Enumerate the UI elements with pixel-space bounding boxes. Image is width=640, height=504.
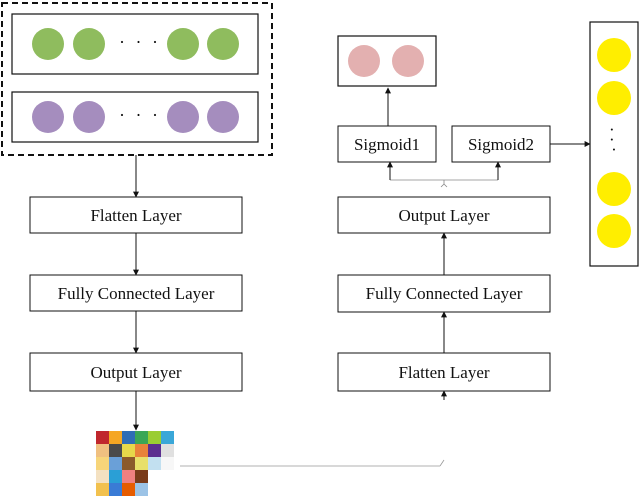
green-node	[207, 28, 239, 60]
pink-node	[348, 45, 380, 77]
mosaic-cell	[96, 444, 109, 457]
mosaic-cell	[161, 431, 174, 444]
mosaic-cell	[96, 457, 109, 470]
yellow-node	[597, 214, 631, 248]
green-node	[73, 28, 105, 60]
mosaic-cell	[135, 444, 148, 457]
mosaic-cell	[135, 457, 148, 470]
sigmoid1-label: Sigmoid1	[354, 135, 420, 154]
yellow-column-ellipsis: · · ·	[609, 120, 619, 159]
pink-node	[392, 45, 424, 77]
mosaic-cell	[161, 470, 174, 483]
purple-node	[32, 101, 64, 133]
purple-node-row-box	[11, 91, 259, 143]
left-output-layer-label: Output Layer	[90, 363, 181, 382]
yellow-node	[597, 38, 631, 72]
mosaic-cell	[148, 444, 161, 457]
yellow-node	[597, 81, 631, 115]
right-fc-layer-label: Fully Connected Layer	[366, 284, 523, 303]
green-node-row-box	[11, 13, 259, 75]
left-output-layer-box	[29, 352, 243, 392]
branch-connector	[390, 179, 498, 188]
mosaic-cell	[161, 457, 174, 470]
yellow-output-box	[589, 21, 639, 267]
left-flatten-layer-box	[29, 196, 243, 234]
purple-row-ellipsis: · · ·	[119, 105, 161, 125]
pink-output-box	[337, 35, 437, 87]
right-flatten-layer-label: Flatten Layer	[398, 363, 489, 382]
mosaic-cell	[122, 483, 135, 496]
green-node	[32, 28, 64, 60]
mosaic-cell	[109, 431, 122, 444]
sigmoid2-label: Sigmoid2	[468, 135, 534, 154]
mosaic-cell	[135, 431, 148, 444]
green-row-ellipsis: · · ·	[119, 32, 161, 52]
right-fc-layer-box	[337, 274, 551, 313]
input-group-dashed-box	[1, 2, 273, 156]
purple-node	[167, 101, 199, 133]
mosaic-cell	[148, 470, 161, 483]
mosaic-cell	[96, 431, 109, 444]
right-output-layer-box	[337, 196, 551, 234]
mosaic-cell	[122, 444, 135, 457]
sigmoid2-box	[451, 125, 551, 163]
sigmoid1-box	[337, 125, 437, 163]
mosaic-cell	[96, 470, 109, 483]
right-output-layer-label: Output Layer	[398, 206, 489, 225]
mosaic-cell	[161, 483, 174, 496]
purple-node	[207, 101, 239, 133]
left-fc-layer-label: Fully Connected Layer	[58, 284, 215, 303]
left-fc-layer-box	[29, 274, 243, 312]
mosaic-cell	[109, 483, 122, 496]
green-node	[167, 28, 199, 60]
color-mosaic-image	[96, 431, 174, 496]
mosaic-cell	[148, 431, 161, 444]
mosaic-cell	[161, 444, 174, 457]
left-flatten-layer-label: Flatten Layer	[90, 206, 181, 225]
mosaic-cell	[96, 483, 109, 496]
mosaic-cell	[122, 470, 135, 483]
connector-right-tick	[439, 459, 445, 467]
right-flatten-layer-box	[337, 352, 551, 392]
mosaic-cell	[148, 457, 161, 470]
mosaic-cell	[109, 457, 122, 470]
mosaic-cell	[148, 483, 161, 496]
yellow-node	[597, 172, 631, 206]
mosaic-cell	[109, 470, 122, 483]
mosaic-cell	[135, 483, 148, 496]
purple-node	[73, 101, 105, 133]
mosaic-cell	[135, 470, 148, 483]
mosaic-cell	[122, 457, 135, 470]
mosaic-cell	[109, 444, 122, 457]
mosaic-cell	[122, 431, 135, 444]
